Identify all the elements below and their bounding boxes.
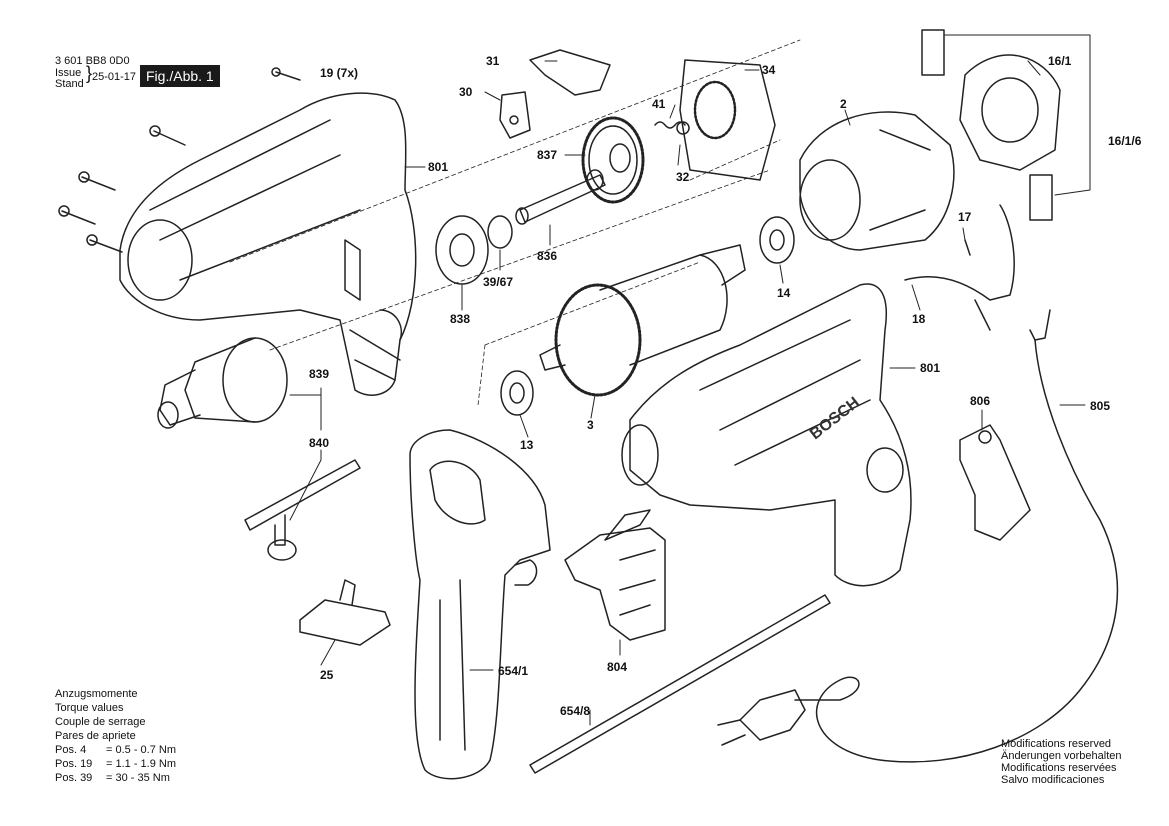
issue-date: 25-01-17 xyxy=(92,71,137,83)
armature-3 xyxy=(539,244,746,397)
carbon-brush-16-1-6-upper xyxy=(921,29,945,76)
auxiliary-handle-654-1 xyxy=(409,429,551,780)
assembly-axis-lines xyxy=(229,39,801,406)
label-17: 17 xyxy=(958,210,972,224)
label-16-1: 16/1 xyxy=(1048,54,1072,68)
torque-heading-en: Torque values xyxy=(55,702,124,714)
label-41: 41 xyxy=(652,97,666,111)
depth-rod-654-8 xyxy=(529,594,831,774)
label-25: 25 xyxy=(320,668,334,682)
leader-16-1-6 xyxy=(944,34,1091,196)
issue-label: Issue xyxy=(55,67,82,79)
doc-number: 3 601 BB8 0D0 xyxy=(55,55,130,67)
switch-804 xyxy=(564,509,666,641)
label-32: 32 xyxy=(676,170,690,184)
label-3: 3 xyxy=(587,418,594,432)
modifications-de: Änderungen vorbehalten xyxy=(1001,750,1122,762)
label-18: 18 xyxy=(912,312,926,326)
label-19: 19 (7x) xyxy=(320,66,359,80)
label-840: 840 xyxy=(309,436,330,450)
chuck-key-840 xyxy=(244,459,361,561)
label-30: 30 xyxy=(459,85,473,99)
modifications-es: Salvo modificaciones xyxy=(1001,774,1105,786)
label-31: 31 xyxy=(486,54,500,68)
ball-bearing-838 xyxy=(435,215,489,285)
torque-heading-es: Pares de apriete xyxy=(55,730,136,742)
torque-row-value: = 1.1 - 1.9 Nm xyxy=(106,758,177,770)
label-836: 836 xyxy=(537,249,558,263)
stator-2 xyxy=(799,111,955,251)
housing-half-801-left xyxy=(119,92,417,396)
leader-lines xyxy=(289,60,1086,726)
label-839: 839 xyxy=(309,367,330,381)
label-804: 804 xyxy=(607,660,628,674)
modifications-en: Modifications reserved xyxy=(1001,738,1112,750)
label-806: 806 xyxy=(970,394,991,408)
modifications-fr: Modifications reservées xyxy=(1001,762,1117,774)
chuck-839 xyxy=(157,337,288,429)
torque-row-value: = 0.5 - 0.7 Nm xyxy=(106,744,177,756)
ball-bearing-13 xyxy=(500,370,534,416)
label-801-mid: 801 xyxy=(920,361,941,375)
brush-holder-16-1 xyxy=(959,54,1061,171)
label-654-1: 654/1 xyxy=(498,664,529,678)
ball-32 xyxy=(676,121,690,135)
wire-17-18 xyxy=(904,204,1015,331)
figure-label: Fig./Abb. 1 xyxy=(140,65,220,87)
label-805: 805 xyxy=(1090,399,1111,413)
modifications-note: Modifications reserved Änderungen vorbeh… xyxy=(1001,738,1121,786)
gear-837 xyxy=(581,116,645,204)
brace-symbol: } xyxy=(86,63,93,83)
label-654-8: 654/8 xyxy=(560,704,591,718)
torque-row-pos: Pos. 39 xyxy=(55,772,93,784)
label-16-1-6: 16/1/6 xyxy=(1108,134,1142,148)
label-837: 837 xyxy=(537,148,558,162)
torque-row-value: = 30 - 35 Nm xyxy=(106,772,170,784)
housing-801-assembled xyxy=(621,283,912,587)
torque-heading-de: Anzugsmomente xyxy=(55,688,138,700)
spindle-836 xyxy=(515,169,606,225)
screws-19 xyxy=(58,67,301,253)
gear-plate-34 xyxy=(679,59,776,181)
power-cord-805 xyxy=(717,309,1119,763)
label-34: 34 xyxy=(762,63,776,77)
label-838: 838 xyxy=(450,312,471,326)
label-13: 13 xyxy=(520,438,534,452)
label-2: 2 xyxy=(840,97,847,111)
stand-label: Stand xyxy=(55,78,84,90)
label-39-67: 39/67 xyxy=(483,275,514,289)
torque-row-pos: Pos. 19 xyxy=(55,758,93,770)
torque-row-pos: Pos. 4 xyxy=(55,744,87,756)
carbon-brush-16-1-6-lower xyxy=(1029,174,1053,221)
label-801-top: 801 xyxy=(428,160,449,174)
cord-clamp-806 xyxy=(959,424,1031,541)
label-14: 14 xyxy=(777,286,791,300)
part-30 xyxy=(499,91,531,139)
torque-heading-fr: Couple de serrage xyxy=(55,716,146,728)
part-31 xyxy=(529,49,611,96)
ball-bearing-14 xyxy=(759,216,795,264)
circlip-39-67 xyxy=(487,215,513,249)
switch-cover-25 xyxy=(299,579,391,646)
brand-mark: BOSCH xyxy=(807,394,863,443)
